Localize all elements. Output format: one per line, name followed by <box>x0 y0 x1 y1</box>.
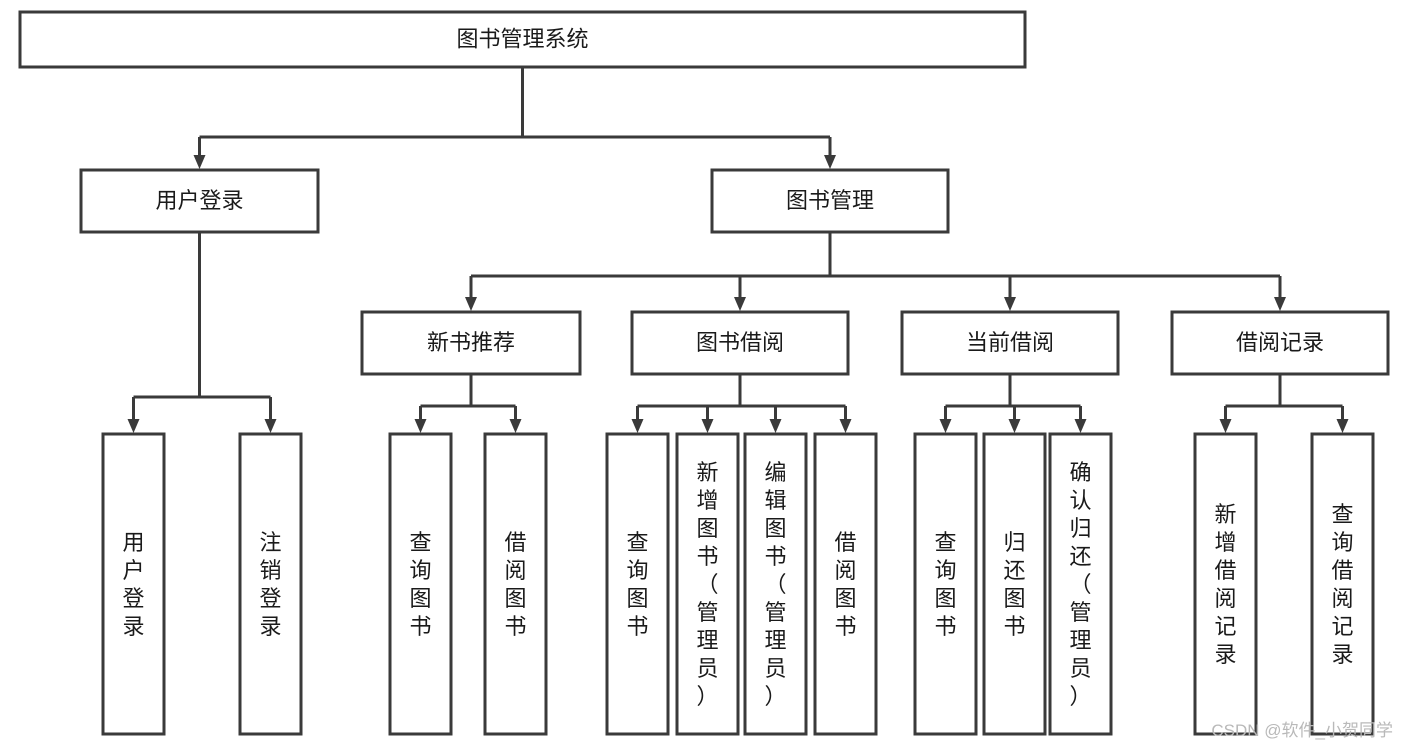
node-leaf-query-borrow-record[interactable]: 查询借阅记录 <box>1310 432 1375 736</box>
node-borrow-record[interactable]: 借阅记录 <box>1170 310 1390 376</box>
node-leaf-confirm-return[interactable]: 确认归还（管理员） <box>1048 432 1113 736</box>
node-box-user-login <box>79 168 320 234</box>
node-leaf-user-login[interactable]: 用户登录 <box>101 432 166 736</box>
node-current-borrow[interactable]: 当前借阅 <box>900 310 1120 376</box>
node-leaf-logout[interactable]: 注销登录 <box>238 432 303 736</box>
node-label-leaf-query-book-borrow: 查询图书 <box>626 530 648 639</box>
node-leaf-query-book-borrow[interactable]: 查询图书 <box>605 432 670 736</box>
node-leaf-borrow-book[interactable]: 借阅图书 <box>813 432 878 736</box>
arrow-head-to-leaf-logout <box>264 419 277 433</box>
arrow-head-to-user-login <box>193 155 206 169</box>
node-box-leaf-query-book-borrow <box>605 432 670 736</box>
arrow-head-to-new-book-recommend <box>465 297 477 311</box>
node-box-leaf-add-book <box>675 432 740 736</box>
node-leaf-query-book-current[interactable]: 查询图书 <box>913 432 978 736</box>
arrow-head-to-book-borrow <box>734 297 746 311</box>
node-box-leaf-query-book-current <box>913 432 978 736</box>
node-root[interactable]: 图书管理系统 <box>18 10 1027 69</box>
arrow-head-to-leaf-user-login <box>127 419 140 433</box>
node-box-book-manage <box>710 168 950 234</box>
node-label-leaf-add-borrow-record: 新增借阅记录 <box>1214 502 1236 667</box>
node-box-book-borrow <box>630 310 850 376</box>
node-label-leaf-borrow-book: 借阅图书 <box>834 530 856 639</box>
node-book-borrow[interactable]: 图书借阅 <box>630 310 850 376</box>
node-box-borrow-record <box>1170 310 1390 376</box>
node-label-leaf-confirm-return: 确认归还（管理员） <box>1069 460 1091 709</box>
arrow-head-to-leaf-add-book <box>701 419 714 433</box>
node-label-book-manage: 图书管理 <box>786 188 874 213</box>
node-label-leaf-query-book-recommend: 查询图书 <box>409 530 431 639</box>
node-box-leaf-add-borrow-record <box>1193 432 1258 736</box>
node-label-leaf-add-book: 新增图书（管理员） <box>696 460 718 709</box>
arrow-head-to-leaf-query-book-recommend <box>414 419 427 433</box>
node-label-leaf-logout: 注销登录 <box>259 530 281 639</box>
node-leaf-return-book[interactable]: 归还图书 <box>982 432 1047 736</box>
node-user-login[interactable]: 用户登录 <box>79 168 320 234</box>
node-book-manage[interactable]: 图书管理 <box>710 168 950 234</box>
arrow-head-to-leaf-edit-book <box>769 419 782 433</box>
node-layer: 图书管理系统用户登录图书管理新书推荐图书借阅当前借阅借阅记录用户登录注销登录查询… <box>18 10 1390 736</box>
node-label-root: 图书管理系统 <box>456 26 588 51</box>
node-label-new-book-recommend: 新书推荐 <box>427 330 515 355</box>
node-box-leaf-confirm-return <box>1048 432 1113 736</box>
node-label-leaf-edit-book: 编辑图书（管理员） <box>764 460 786 709</box>
node-box-leaf-query-book-recommend <box>388 432 453 736</box>
node-leaf-borrow-book-recommend[interactable]: 借阅图书 <box>483 432 548 736</box>
node-label-user-login: 用户登录 <box>155 188 243 213</box>
node-label-leaf-query-book-current: 查询图书 <box>934 530 956 639</box>
node-box-leaf-borrow-book <box>813 432 878 736</box>
node-leaf-edit-book[interactable]: 编辑图书（管理员） <box>743 432 808 736</box>
node-label-leaf-query-borrow-record: 查询借阅记录 <box>1331 502 1353 667</box>
node-box-new-book-recommend <box>360 310 582 376</box>
node-leaf-query-book-recommend[interactable]: 查询图书 <box>388 432 453 736</box>
node-leaf-add-borrow-record[interactable]: 新增借阅记录 <box>1193 432 1258 736</box>
node-box-leaf-return-book <box>982 432 1047 736</box>
node-new-book-recommend[interactable]: 新书推荐 <box>360 310 582 376</box>
node-box-leaf-logout <box>238 432 303 736</box>
node-label-leaf-return-book: 归还图书 <box>1003 530 1025 639</box>
arrow-head-to-book-manage <box>824 155 836 169</box>
connector-layer <box>127 67 1349 433</box>
node-label-current-borrow: 当前借阅 <box>966 330 1054 355</box>
node-label-borrow-record: 借阅记录 <box>1236 330 1324 355</box>
node-box-leaf-user-login <box>101 432 166 736</box>
arrow-head-to-leaf-borrow-book-recommend <box>509 419 522 433</box>
arrow-head-to-leaf-query-book-borrow <box>631 419 644 433</box>
node-box-leaf-borrow-book-recommend <box>483 432 548 736</box>
arrow-head-to-current-borrow <box>1004 297 1016 311</box>
node-leaf-add-book[interactable]: 新增图书（管理员） <box>675 432 740 736</box>
node-label-leaf-user-login: 用户登录 <box>122 530 144 639</box>
arrow-head-to-leaf-query-book-current <box>939 419 952 433</box>
node-box-leaf-query-borrow-record <box>1310 432 1375 736</box>
arrow-head-to-leaf-borrow-book <box>839 419 852 433</box>
node-label-leaf-borrow-book-recommend: 借阅图书 <box>504 530 526 639</box>
arrow-head-to-leaf-return-book <box>1008 419 1021 433</box>
node-label-book-borrow: 图书借阅 <box>696 330 784 355</box>
arrow-head-to-leaf-add-borrow-record <box>1219 419 1232 433</box>
arrow-head-to-leaf-query-borrow-record <box>1336 419 1349 433</box>
node-box-leaf-edit-book <box>743 432 808 736</box>
watermark-text: CSDN @软件_小贺同学 <box>1211 721 1393 740</box>
node-box-current-borrow <box>900 310 1120 376</box>
arrow-head-to-borrow-record <box>1274 297 1286 311</box>
node-box-root <box>18 10 1027 69</box>
arrow-head-to-leaf-confirm-return <box>1074 419 1087 433</box>
